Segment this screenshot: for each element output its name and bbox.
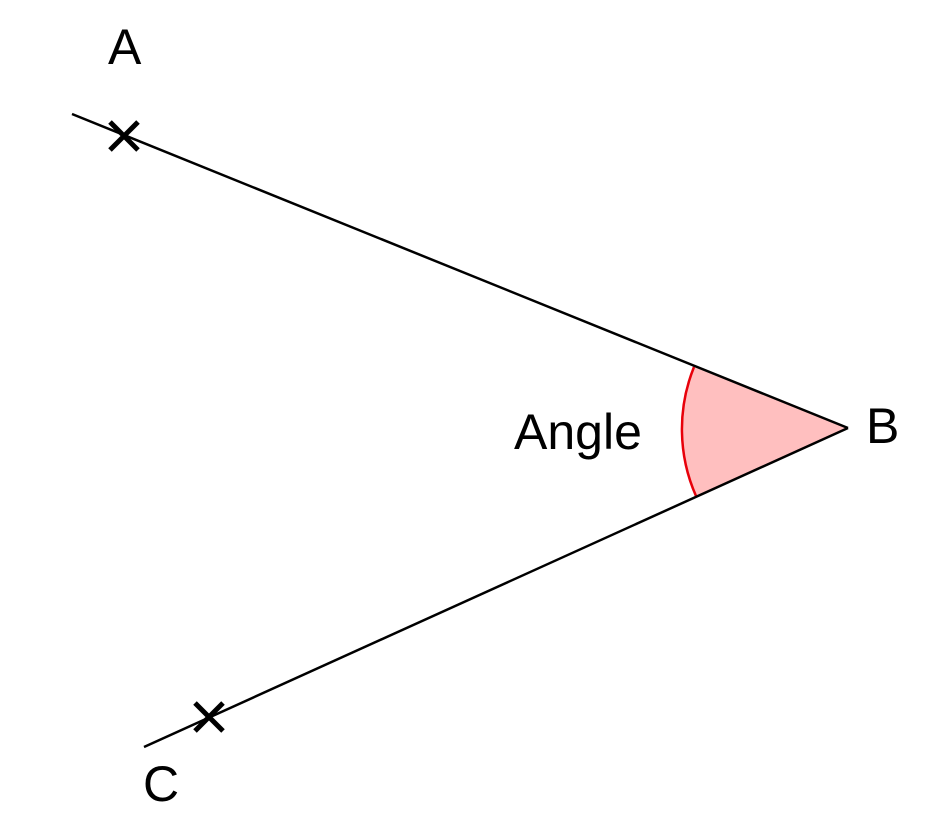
angle-arc — [680, 366, 698, 497]
label-point-c: C — [143, 756, 179, 812]
label-angle: Angle — [514, 404, 642, 460]
angle-sector — [681, 367, 848, 496]
point-c-marker — [193, 701, 225, 733]
ray-bc — [143, 426, 849, 749]
label-point-b: B — [866, 398, 899, 454]
label-point-a: A — [108, 19, 142, 75]
point-a-marker — [108, 120, 140, 152]
ray-ba — [71, 112, 849, 430]
